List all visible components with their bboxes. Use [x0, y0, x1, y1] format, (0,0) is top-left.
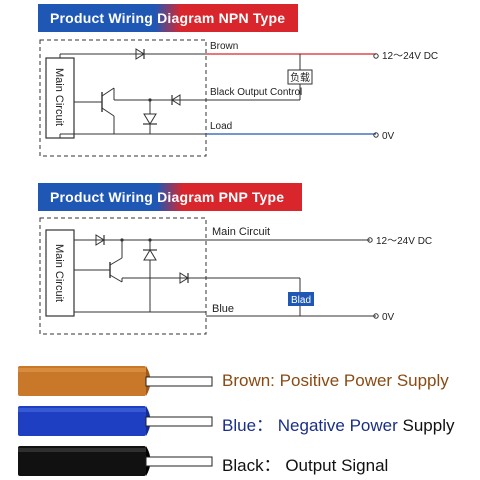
pnp-wiring-diagram: Main Circuit Blad Main Circuit Blue 12 [39, 217, 432, 335]
npn-load-label: Load [210, 121, 232, 132]
npn-transistor-icon [74, 87, 115, 134]
npn-zener-icon [143, 100, 157, 134]
npn-sensor-box [39, 39, 207, 157]
pnp-main-circuit-wire-label: Main Circuit [212, 226, 270, 238]
blue-wire-icon [18, 406, 213, 436]
pnp-blue-label: Blue [212, 303, 234, 315]
npn-load-cn-label: 负载 [290, 71, 310, 84]
legend-black-key: Black： [222, 456, 281, 475]
pnp-top-diode-icon [95, 234, 105, 246]
legend-brown-value: Positive Power Supply [279, 371, 449, 390]
pnp-title: Product Wiring Diagram PNP Type [38, 183, 302, 211]
npn-output-diode-icon [171, 94, 181, 106]
npn-supply-label: 12～24V DC [382, 51, 438, 62]
legend-blue-key: Blue： [222, 416, 274, 435]
pnp-blad-label: Blad [291, 295, 311, 306]
legend-row-brown: Brown: Positive Power Supply [0, 362, 480, 400]
pnp-blad-box [288, 292, 314, 306]
npn-brown-label: Brown [210, 41, 238, 52]
legend-brown-key: Brown: [222, 371, 275, 390]
npn-wiring-diagram: Main Circuit 负载 Brown Black [39, 39, 438, 157]
pnp-output-diode-icon [179, 272, 189, 284]
black-wire-icon [18, 446, 213, 476]
pnp-main-circuit-label: Main Circuit [53, 244, 65, 302]
legend-black-value: Output Signal [285, 456, 389, 475]
pnp-transistor-icon [74, 240, 123, 283]
npn-main-circuit-label: Main Circuit [53, 68, 65, 126]
pnp-supply-label: 12～24V DC [376, 236, 432, 247]
legend-row-black: Black： Output Signal [0, 442, 480, 480]
npn-black-output-label: Black Output Control [210, 87, 302, 98]
pnp-sensor-box [39, 217, 207, 335]
npn-title: Product Wiring Diagram NPN Type [38, 4, 298, 32]
pnp-zero-label: 0V [382, 312, 395, 323]
npn-zero-label: 0V [382, 131, 395, 142]
legend-row-blue: Blue： Negative Power Supply [0, 402, 480, 440]
brown-wire-icon [18, 366, 213, 396]
pnp-main-circuit-box [45, 229, 75, 317]
pnp-zener-icon [143, 240, 157, 312]
legend-blue-value: Negative Power [277, 416, 398, 435]
npn-top-diode-icon [135, 48, 145, 60]
legend-blue-extra: Supply [397, 416, 455, 435]
